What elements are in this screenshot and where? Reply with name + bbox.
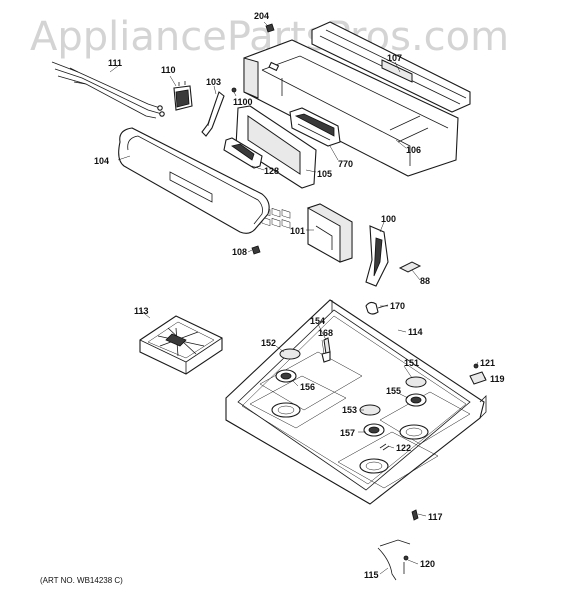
leader-lines	[109, 21, 486, 575]
part-114-cooktop[interactable]	[225, 299, 487, 505]
part-122-electrode[interactable]	[379, 443, 390, 451]
part-117-clip[interactable]	[411, 509, 419, 521]
part-128-overlay[interactable]	[223, 137, 263, 169]
callout-100: 100	[381, 214, 396, 224]
callout-121: 121	[480, 358, 495, 368]
part-108-screw[interactable]	[251, 245, 261, 255]
burner-well-left-rear	[259, 351, 363, 411]
callout-107: 107	[387, 53, 402, 63]
part-88-tab[interactable]	[398, 261, 422, 273]
part-100-bracket[interactable]	[365, 225, 389, 287]
part-151-burner-cap[interactable]	[405, 376, 427, 388]
part-119-hinge[interactable]	[469, 371, 487, 385]
callout-111: 111	[108, 58, 122, 68]
callout-103: 103	[206, 77, 221, 87]
part-103-bracket[interactable]	[201, 91, 225, 137]
callout-88: 88	[420, 276, 430, 286]
callout-105: 105	[317, 169, 332, 179]
callout-151: 151	[404, 358, 419, 368]
part-155-burner-head[interactable]	[405, 393, 427, 407]
part-107-top-trim[interactable]	[311, 21, 471, 113]
burner-well-right-front	[337, 431, 439, 489]
callout-155: 155	[386, 386, 401, 396]
part-113-grate[interactable]	[139, 315, 223, 375]
callout-122: 122	[396, 443, 411, 453]
part-101-bracket[interactable]	[306, 203, 353, 263]
callout-156: 156	[300, 382, 315, 392]
callout-106: 106	[406, 145, 421, 155]
callout-170: 170	[390, 301, 405, 311]
callout-152: 152	[261, 338, 276, 348]
callout-120: 120	[420, 559, 435, 569]
callout-128: 128	[264, 166, 279, 176]
part-115-tube[interactable]	[377, 539, 411, 581]
callout-770: 770	[338, 159, 353, 169]
callout-119: 119	[490, 374, 505, 384]
callout-157: 157	[340, 428, 355, 438]
callout-153: 153	[342, 405, 357, 415]
callout-labels: 204 107 111 110 103 1100 104 128 105 770…	[94, 11, 505, 580]
part-156-burner-head[interactable]	[275, 369, 297, 383]
callout-154: 154	[310, 316, 325, 326]
callout-110: 110	[161, 65, 176, 75]
part-120-fitting[interactable]	[403, 555, 409, 574]
callout-204: 204	[254, 11, 269, 21]
callout-108: 108	[232, 247, 247, 257]
part-111-wire-harness[interactable]	[51, 61, 165, 119]
part-170-screw[interactable]	[365, 301, 389, 315]
part-770-control-board[interactable]	[289, 107, 341, 147]
part-1100-screw[interactable]	[231, 87, 237, 93]
callout-117: 117	[428, 512, 443, 522]
callout-1100: 1100	[233, 97, 253, 107]
callout-168: 168	[318, 328, 333, 338]
callout-104: 104	[94, 156, 109, 166]
callout-101: 101	[290, 226, 305, 236]
burner-well-left-front	[249, 375, 347, 429]
part-106-backguard[interactable]	[243, 39, 459, 177]
callout-114: 114	[408, 327, 423, 337]
callout-115: 115	[364, 570, 379, 580]
part-157-burner-head[interactable]	[363, 423, 385, 437]
part-104-panel-trim[interactable]	[118, 127, 270, 234]
part-152-burner-cap[interactable]	[279, 348, 301, 360]
art-number: (ART NO. WB14238 C)	[40, 576, 123, 585]
callout-113: 113	[134, 306, 149, 316]
part-110-switch[interactable]	[173, 81, 193, 111]
part-168-igniter[interactable]	[321, 351, 331, 363]
